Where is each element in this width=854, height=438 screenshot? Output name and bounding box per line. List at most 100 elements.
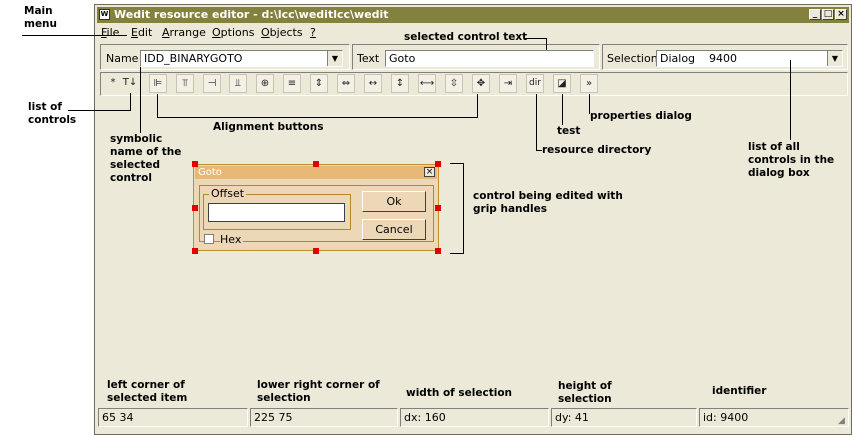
pin-icon[interactable]: ⇥ bbox=[499, 74, 517, 93]
dialog-title-bar[interactable]: Goto bbox=[195, 166, 437, 179]
leader-line bbox=[140, 67, 141, 133]
close-icon[interactable]: × bbox=[424, 167, 435, 177]
test-icon[interactable]: ◪ bbox=[553, 74, 571, 93]
tab-order-icon[interactable]: T↓ bbox=[122, 77, 138, 88]
offset-input[interactable] bbox=[208, 203, 345, 222]
leader-line bbox=[157, 117, 478, 118]
annotation-symbolic-name: symbolic name of the selected control bbox=[110, 133, 182, 184]
grip-handle[interactable] bbox=[313, 161, 319, 167]
leader-line bbox=[157, 94, 158, 118]
close-icon[interactable]: × bbox=[835, 9, 847, 20]
asterisk-icon[interactable]: * bbox=[110, 77, 116, 88]
space-vertical-icon[interactable]: ⇕ bbox=[310, 74, 328, 93]
offset-group bbox=[203, 194, 351, 230]
status-left-corner-value: 65 34 bbox=[102, 411, 134, 424]
align-right-icon[interactable]: ⊣ bbox=[203, 74, 221, 93]
name-combo[interactable]: IDD_BINARYGOTO ▼ bbox=[140, 50, 343, 67]
selection-value: Dialog 9400 bbox=[660, 52, 738, 65]
grip-handle[interactable] bbox=[192, 161, 198, 167]
app-icon[interactable]: W bbox=[99, 9, 110, 20]
align-bottom-icon[interactable]: ⫫ bbox=[229, 74, 247, 93]
space-horizontal-icon[interactable]: ⇔ bbox=[337, 74, 355, 93]
move-icon[interactable]: ✥ bbox=[472, 74, 490, 93]
annotation-list-of-controls: list of controls bbox=[28, 101, 77, 126]
text-value: Goto bbox=[389, 52, 416, 65]
text-label: Text bbox=[357, 52, 380, 65]
center-horizontal-icon[interactable]: ≡ bbox=[283, 74, 301, 93]
status-left-corner: 65 34 bbox=[98, 408, 248, 427]
annotation-left-corner: left corner of selected item bbox=[107, 379, 188, 404]
grip-handle[interactable] bbox=[435, 205, 441, 211]
annotation-height-of-selection: height of selection bbox=[558, 380, 612, 405]
selection-group bbox=[602, 44, 848, 70]
grip-handle[interactable] bbox=[435, 248, 441, 254]
menu-arrange[interactable]: Arrange bbox=[162, 26, 206, 39]
grip-handle[interactable] bbox=[435, 161, 441, 167]
cancel-button[interactable]: Cancel bbox=[362, 219, 426, 240]
align-left-icon[interactable]: ⊫ bbox=[149, 74, 167, 93]
leader-line bbox=[562, 94, 563, 125]
status-id-value: id: 9400 bbox=[703, 411, 749, 424]
ok-button[interactable]: Ok bbox=[362, 191, 426, 212]
toolbar bbox=[100, 72, 848, 96]
leader-line bbox=[477, 94, 478, 118]
edited-dialog[interactable]: Goto × Offset Ok Cancel Hex bbox=[193, 164, 439, 251]
annotation-control-being-edited: control being edited with grip handles bbox=[473, 190, 623, 215]
menu-options[interactable]: Options bbox=[212, 26, 255, 39]
leader-line bbox=[463, 163, 464, 254]
text-group bbox=[352, 44, 600, 70]
chevron-down-icon[interactable]: ▼ bbox=[327, 51, 342, 66]
same-height-icon[interactable]: ↕ bbox=[391, 74, 409, 93]
menu-objects[interactable]: Objects bbox=[261, 26, 303, 39]
annotation-test: test bbox=[557, 125, 581, 137]
grip-handle[interactable] bbox=[313, 248, 319, 254]
selection-label: Selection bbox=[607, 52, 658, 65]
status-width-value: dx: 160 bbox=[404, 411, 446, 424]
annotation-main-menu: Main menu bbox=[24, 5, 58, 30]
offset-group-label: Offset bbox=[209, 187, 247, 200]
name-value: IDD_BINARYGOTO bbox=[144, 52, 243, 65]
name-group bbox=[100, 44, 350, 70]
leader-line bbox=[790, 60, 791, 140]
leader-line bbox=[68, 110, 130, 111]
align-top-icon[interactable]: ⫪ bbox=[176, 74, 194, 93]
menu-help[interactable]: ? bbox=[310, 26, 316, 39]
minimize-icon[interactable]: _ bbox=[809, 9, 821, 20]
annotation-list-of-all-controls: list of all controls in the dialog box bbox=[748, 141, 835, 179]
resource-directory-icon[interactable]: dir bbox=[526, 74, 544, 93]
leader-line bbox=[536, 150, 542, 151]
hex-checkbox[interactable] bbox=[204, 234, 214, 244]
annotation-identifier: identifier bbox=[712, 385, 767, 397]
annotation-selected-control-text: selected control text bbox=[404, 31, 528, 43]
maximize-icon[interactable]: □ bbox=[822, 9, 834, 20]
status-id: id: 9400 bbox=[699, 408, 849, 427]
selection-combo[interactable]: Dialog 9400 ▼ bbox=[656, 50, 843, 67]
annotation-resource-directory: resource directory bbox=[542, 144, 652, 156]
grip-handle[interactable] bbox=[192, 248, 198, 254]
name-label: Name bbox=[106, 52, 139, 65]
same-width-icon[interactable]: ↔ bbox=[364, 74, 382, 93]
annotation-width-of-selection: width of selection bbox=[406, 387, 513, 399]
status-height-value: dy: 41 bbox=[555, 411, 589, 424]
size-width-icon[interactable]: ⟷ bbox=[418, 74, 436, 93]
menu-file[interactable]: File bbox=[101, 26, 120, 39]
title-bar[interactable]: W Wedit resource editor - d:\lcc\weditlc… bbox=[97, 7, 849, 23]
leader-line bbox=[450, 163, 464, 164]
grip-handle[interactable] bbox=[192, 205, 198, 211]
text-field[interactable]: Goto bbox=[385, 50, 594, 67]
annotation-properties-dialog: properties dialog bbox=[590, 110, 692, 122]
resize-grip-icon[interactable]: ◢ bbox=[838, 416, 845, 426]
center-vertical-icon[interactable]: ⊕ bbox=[256, 74, 274, 93]
dialog-title: Goto bbox=[198, 167, 222, 178]
chevron-down-icon[interactable]: ▼ bbox=[827, 51, 842, 66]
selection-frame bbox=[199, 185, 434, 242]
annotation-alignment-buttons: Alignment buttons bbox=[213, 121, 324, 133]
menu-edit[interactable]: Edit bbox=[131, 26, 153, 39]
size-height-icon[interactable]: ⇳ bbox=[445, 74, 463, 93]
leader-line bbox=[22, 35, 127, 36]
properties-icon[interactable]: » bbox=[580, 74, 598, 93]
annotation-lower-right-corner: lower right corner of selection bbox=[257, 379, 380, 404]
status-width: dx: 160 bbox=[400, 408, 549, 427]
hex-label: Hex bbox=[220, 233, 244, 246]
status-lower-right-value: 225 75 bbox=[254, 411, 293, 424]
